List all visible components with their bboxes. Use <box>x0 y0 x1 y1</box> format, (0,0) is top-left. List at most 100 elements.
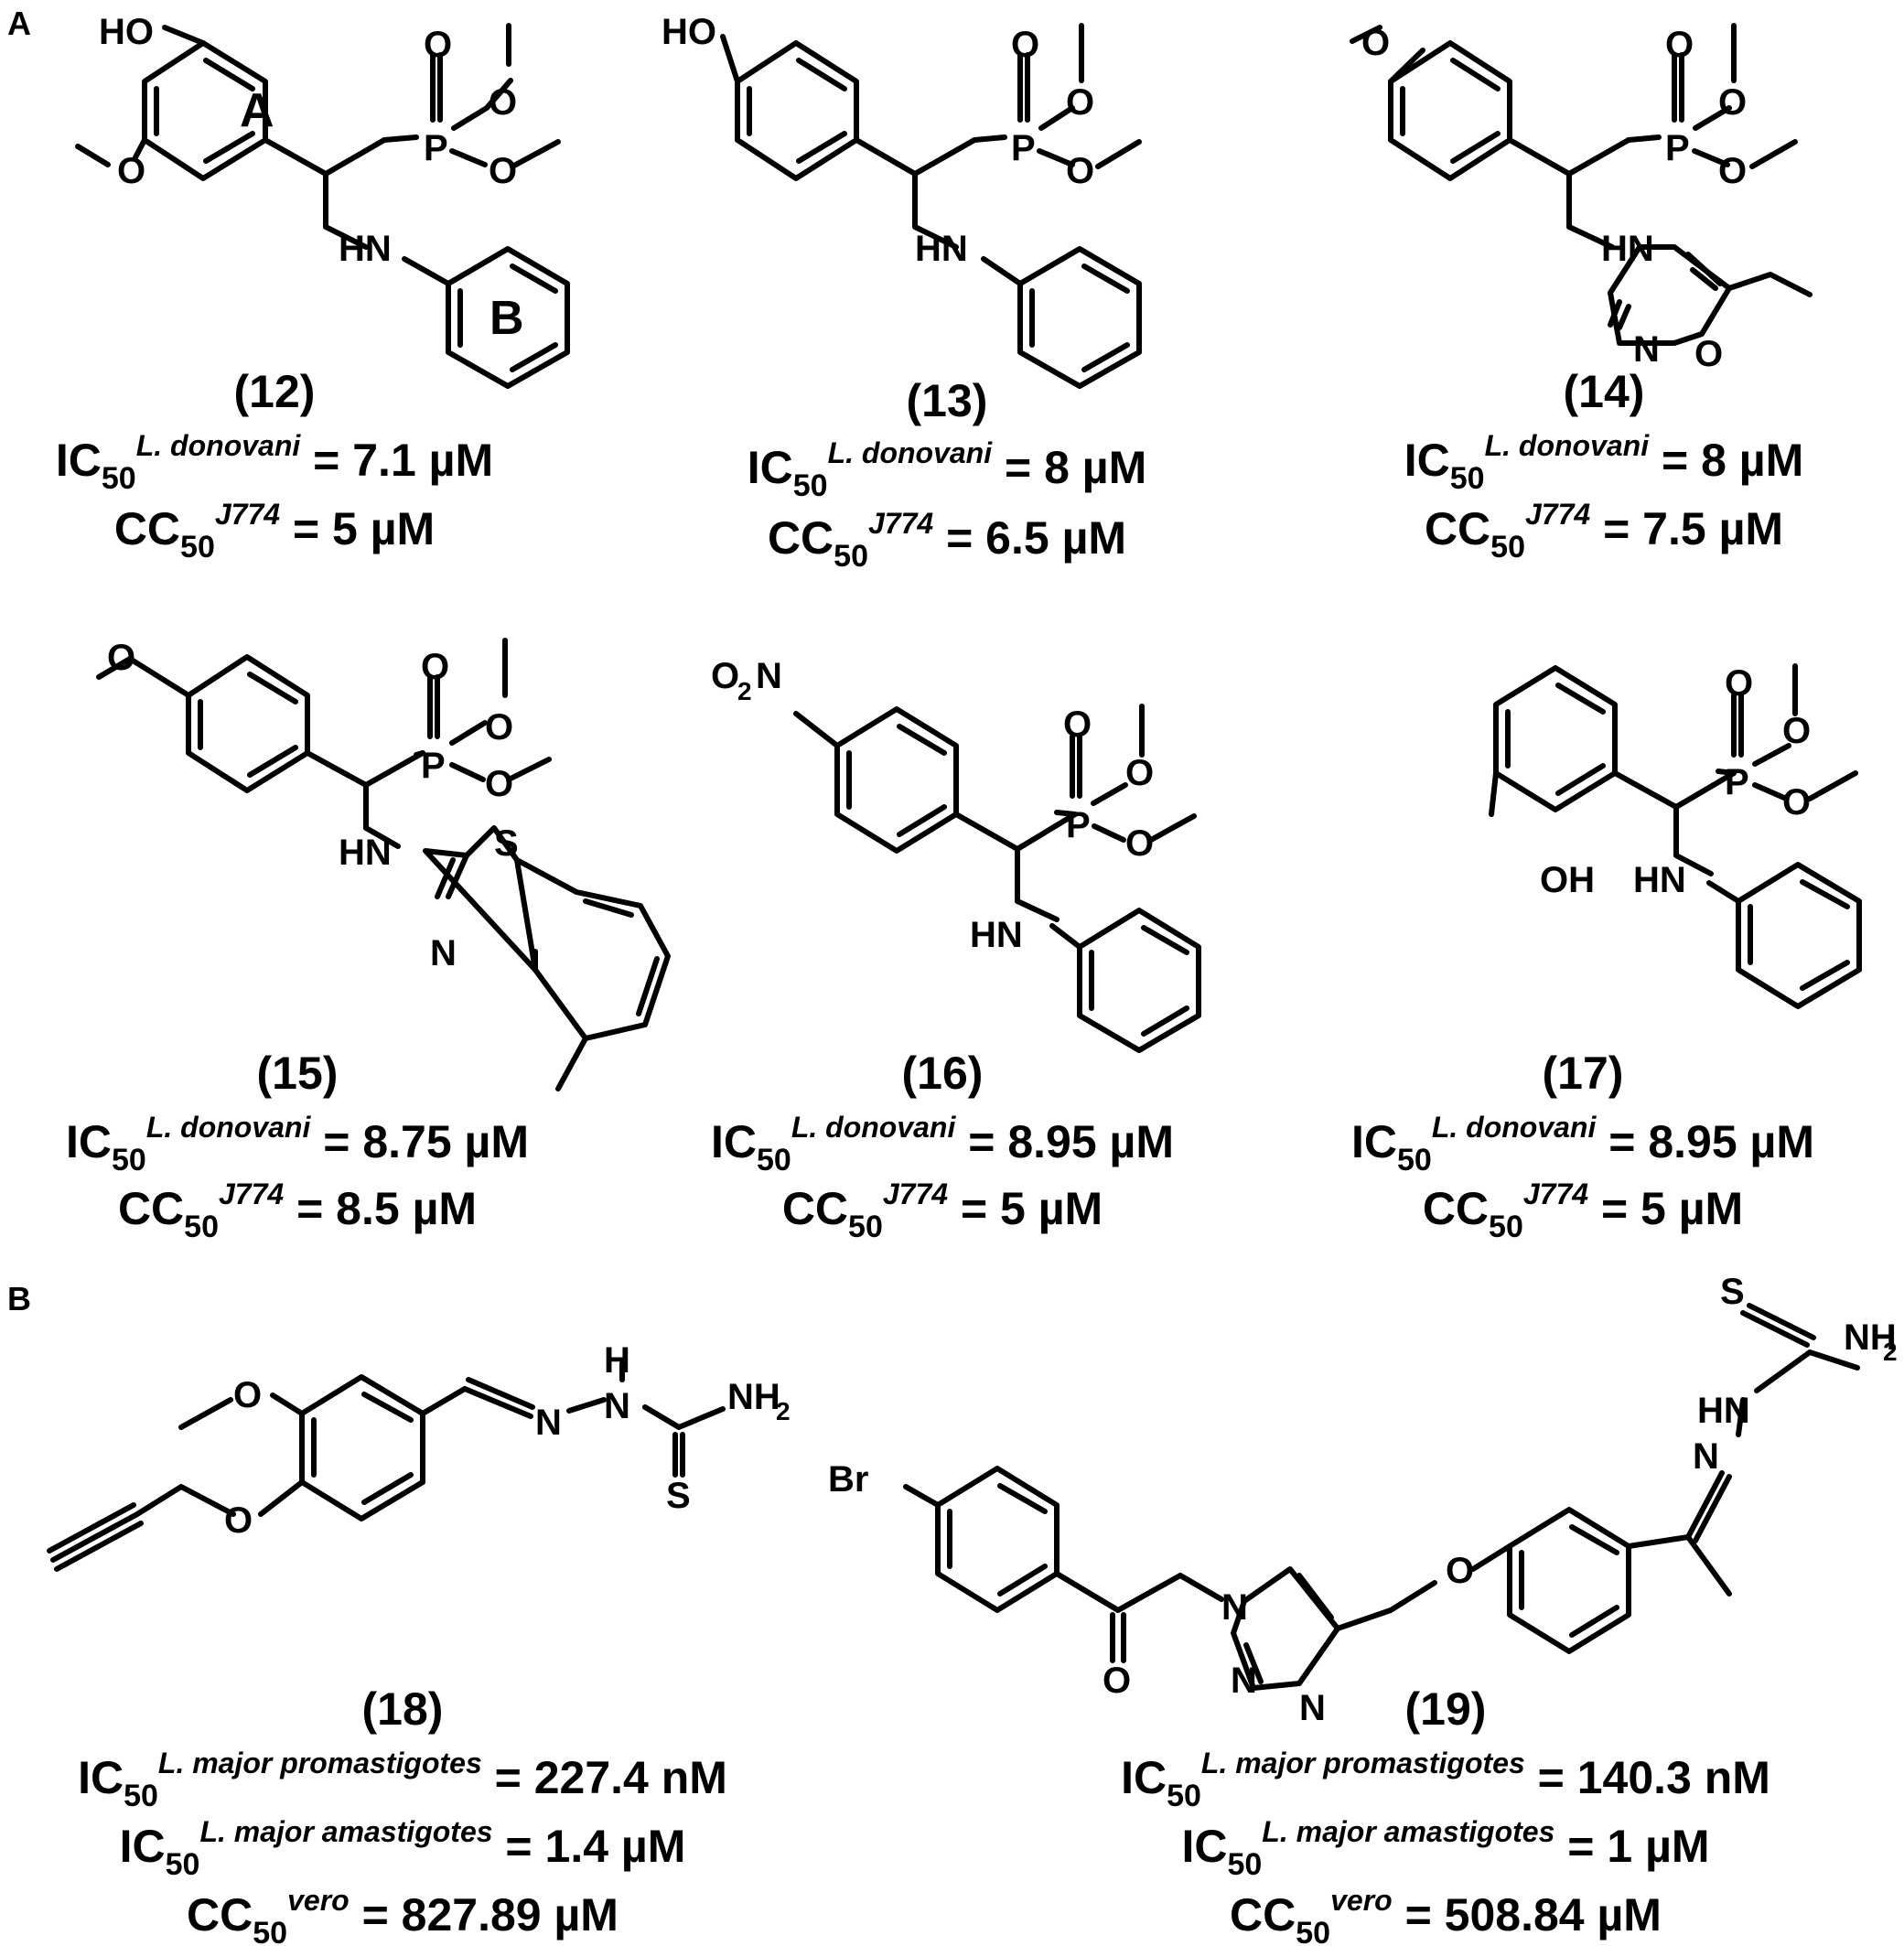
atom-label: O <box>1125 753 1154 793</box>
compound-number: (18) <box>362 1683 444 1735</box>
atom-label: NH <box>1844 1317 1897 1358</box>
activity-line: CC50J774 = 8.5 µM <box>118 1177 477 1244</box>
structure-15: O P O O O HN S N <box>96 638 671 1091</box>
measure-superscript: L. major promastigotes <box>1201 1747 1525 1779</box>
activity-line: CC50J774 = 5 µM <box>782 1177 1103 1244</box>
measure-subscript: 50 <box>166 1847 200 1882</box>
atom-label: P <box>1665 128 1690 168</box>
measure-subscript: 50 <box>253 1916 287 1946</box>
activity-line: IC50L. major amastigotes = 1.4 µM <box>120 1815 686 1882</box>
atom-label: O <box>1725 663 1753 704</box>
measure-type: IC <box>1404 435 1450 486</box>
atom-label: P <box>1066 805 1091 845</box>
atom-label: N <box>1633 329 1660 370</box>
measure-subscript: 50 <box>1167 1779 1201 1813</box>
measure-superscript: L. major amastigotes <box>199 1815 492 1848</box>
structure-16: O 2 N P O O O HN <box>711 656 1201 1053</box>
measure-value: = 227.4 nM <box>482 1752 727 1803</box>
measure-value: = 5 µM <box>948 1183 1103 1234</box>
compound-number: (19) <box>1405 1683 1487 1735</box>
measure-subscript: 50 <box>1489 1210 1523 1244</box>
activity-line: CC50vero = 508.84 µM <box>1230 1884 1662 1946</box>
measure-type: CC <box>187 1889 253 1941</box>
measure-subscript: 50 <box>102 461 136 496</box>
activity-line: CC50vero = 827.89 µM <box>187 1884 619 1946</box>
atom-label: O <box>489 151 517 191</box>
compound-number: (13) <box>907 375 988 426</box>
atom-label: O <box>1063 704 1092 745</box>
structure-14: O P O O O HN O N <box>1350 23 1813 374</box>
measure-superscript: L. donovani <box>828 436 994 469</box>
measure-value: = 7.5 µM <box>1590 503 1783 554</box>
measure-superscript: L. major promastigotes <box>158 1747 482 1779</box>
atom-label: OH <box>1540 860 1595 900</box>
measure-superscript: L. donovani <box>791 1111 957 1144</box>
measure-superscript: J774 <box>219 1177 284 1210</box>
atom-label: O <box>1718 151 1747 191</box>
activity-line: CC50J774 = 5 µM <box>1423 1177 1743 1244</box>
atom-label: S <box>666 1476 691 1516</box>
atom-label: O <box>117 151 145 191</box>
measure-value: = 8.95 µM <box>955 1116 1174 1167</box>
measure-subscript: 50 <box>180 530 215 564</box>
measure-value: = 8.75 µM <box>310 1116 529 1167</box>
atom-label: O <box>1694 334 1723 374</box>
activity-line: CC50J774 = 7.5 µM <box>1425 498 1783 564</box>
atom-label: O <box>1446 1551 1474 1591</box>
atom-label: O <box>485 707 513 747</box>
compound-number: (16) <box>902 1048 984 1099</box>
structure-13: HO P O O O HN <box>662 12 1142 389</box>
measure-subscript: 50 <box>124 1779 158 1813</box>
activity-line: IC50L. donovani = 8 µM <box>748 436 1147 503</box>
measure-type: IC <box>711 1116 757 1167</box>
measure-superscript: J774 <box>215 498 280 531</box>
atom-label: P <box>1011 128 1036 168</box>
measure-value: = 8 µM <box>1649 435 1803 486</box>
measure-subscript: 50 <box>1227 1847 1262 1882</box>
measure-subscript: 50 <box>112 1143 146 1177</box>
measure-value: = 5 µM <box>1588 1183 1743 1234</box>
atom-label: N <box>604 1386 630 1426</box>
atom-label: O <box>489 82 517 123</box>
measure-subscript: 50 <box>1296 1916 1330 1946</box>
activity-line: IC50L. donovani = 8.75 µM <box>66 1111 529 1177</box>
atom-label: HO <box>99 12 154 52</box>
atom-label: O <box>1066 82 1094 123</box>
atom-label: O <box>485 764 513 804</box>
measure-superscript: L. major amastigotes <box>1262 1815 1554 1848</box>
measure-subscript: 50 <box>1490 530 1525 564</box>
compound-number: (17) <box>1543 1048 1624 1099</box>
measure-type: IC <box>120 1821 166 1872</box>
atom-label: HN <box>1601 229 1654 269</box>
atom-label: N <box>1693 1436 1719 1477</box>
panel-label-a: A <box>7 5 31 42</box>
atom-label: N <box>1231 1661 1257 1701</box>
measure-type: CC <box>1230 1889 1296 1941</box>
atom-label: O <box>233 1375 262 1415</box>
measure-type: CC <box>118 1183 184 1234</box>
atom-label: O <box>711 656 739 696</box>
atom-label: H <box>604 1340 630 1381</box>
atom-label: S <box>494 823 519 864</box>
atom-label: O <box>1665 25 1694 65</box>
measure-subscript: 50 <box>757 1143 791 1177</box>
atom-label: N <box>756 656 782 696</box>
measure-superscript: J774 <box>868 507 933 540</box>
measure-type: CC <box>768 512 834 564</box>
atom-label: 2 <box>1883 1338 1898 1366</box>
atom-label: Br <box>828 1459 868 1500</box>
atom-label: O <box>1361 23 1390 63</box>
atom-label: O <box>1718 82 1747 123</box>
measure-subscript: 50 <box>848 1210 883 1244</box>
panel-label-b: B <box>7 1280 31 1317</box>
structure-12: HO O P O O O HN A B <box>75 12 570 389</box>
activity-line: IC50L. donovani = 8.95 µM <box>1351 1111 1814 1177</box>
atom-label: P <box>424 128 448 168</box>
activity-line: IC50L. major promastigotes = 227.4 nM <box>78 1747 727 1813</box>
measure-value: = 5 µM <box>280 503 435 554</box>
measure-subscript: 50 <box>184 1210 219 1244</box>
measure-type: IC <box>78 1752 124 1803</box>
atom-label: N <box>535 1403 562 1443</box>
measure-type: IC <box>56 435 102 486</box>
